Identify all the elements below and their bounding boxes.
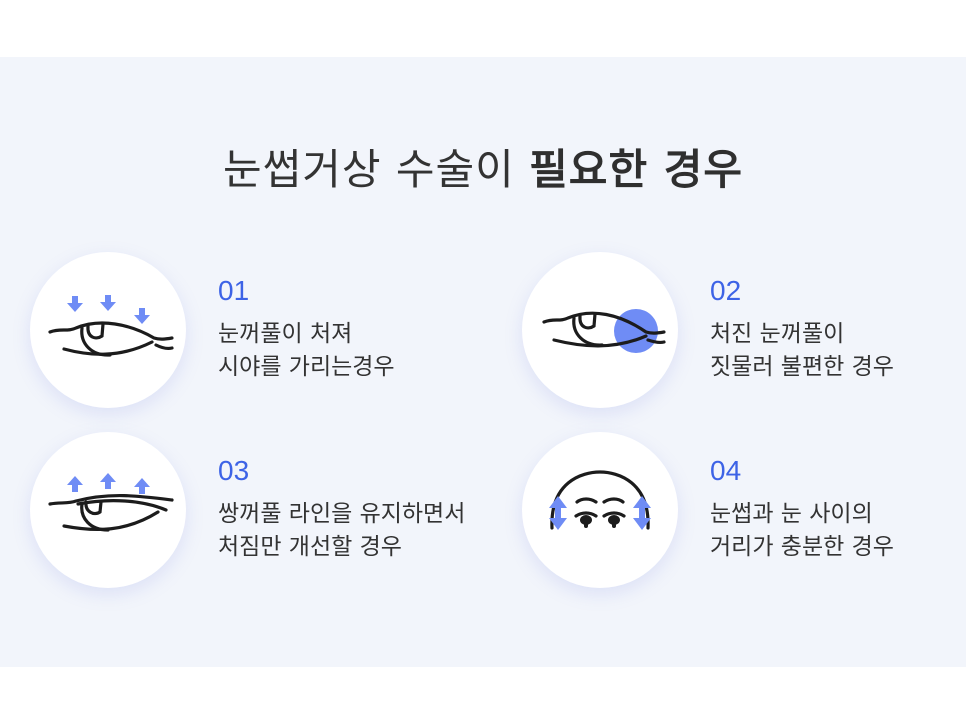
- case-card-01: 01 눈꺼풀이 처져 시야를 가리는경우: [30, 252, 490, 412]
- case-number: 04: [710, 455, 742, 486]
- icon-circle: [30, 432, 186, 588]
- title-bold: 필요한 경우: [529, 145, 743, 194]
- title-light: 눈썹거상 수술이: [222, 145, 530, 194]
- eye-corner-highlight-icon: [542, 309, 666, 353]
- case-number: 03: [218, 455, 250, 486]
- icon-circle: [522, 432, 678, 588]
- icon-circle: [522, 252, 678, 408]
- case-description: 처진 눈꺼풀이 짓물러 불편한 경우: [710, 321, 894, 380]
- case-card-03: 03 쌍꺼풀 라인을 유지하면서 처짐만 개선할 경우: [30, 432, 490, 592]
- eye-down-arrows-icon: [48, 295, 174, 357]
- case-description: 눈썹과 눈 사이의 거리가 충분한 경우: [710, 501, 894, 560]
- icon-circle: [30, 252, 186, 408]
- case-number: 02: [710, 275, 742, 306]
- case-description: 눈꺼풀이 처져 시야를 가리는경우: [218, 321, 395, 380]
- case-description: 쌍꺼풀 라인을 유지하면서 처짐만 개선할 경우: [218, 501, 466, 560]
- case-card-04: 04 눈썹과 눈 사이의 거리가 충분한 경우: [522, 432, 966, 592]
- face-brow-distance-icon: [549, 470, 651, 530]
- eye-up-arrows-icon: [48, 473, 174, 532]
- case-number: 01: [218, 275, 250, 306]
- page-title: 눈썹거상 수술이 필요한 경우: [0, 140, 966, 200]
- case-card-02: 02 처진 눈꺼풀이 짓물러 불편한 경우: [522, 252, 966, 412]
